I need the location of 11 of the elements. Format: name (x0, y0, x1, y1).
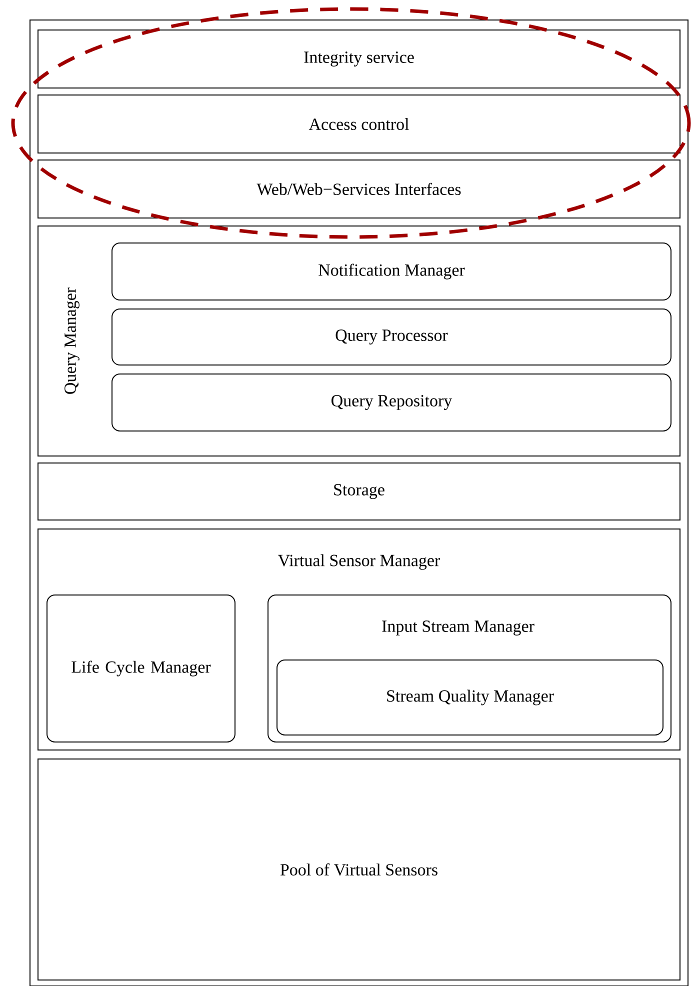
component-box: Notification Manager (112, 242, 672, 300)
component-box: Query Repository (112, 374, 672, 432)
component-box: Stream Quality Manager (276, 660, 664, 736)
outer-frame (30, 20, 688, 986)
layer-box: Storage (38, 462, 680, 520)
component-box: Query Processor (112, 308, 672, 366)
layer-box: Access control (38, 94, 680, 154)
layer-box: Web/Web−Services Interfaces (38, 160, 680, 218)
layer-box: Pool of Virtual Sensors (38, 758, 680, 980)
layer-box: Integrity service (38, 30, 680, 88)
component-box: Life Cycle Manager (46, 594, 236, 742)
